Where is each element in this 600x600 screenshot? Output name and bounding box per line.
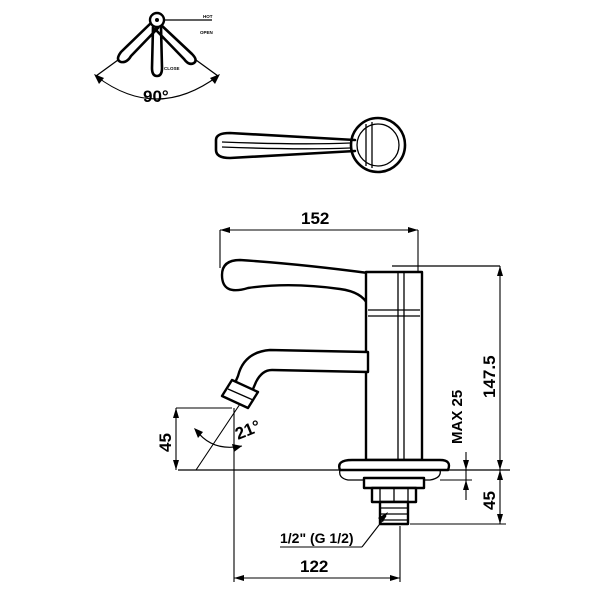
spout-angle-label: 21° (232, 416, 263, 443)
handle-lever-side (220, 258, 370, 307)
overall-height-label: 147.5 (480, 355, 499, 398)
open-label: OPEN (200, 30, 213, 35)
overall-width-label: 152 (301, 209, 329, 228)
rotation-angle-label: 90° (143, 87, 169, 106)
handle-right-position (153, 22, 197, 66)
dim-spout-height: 45 (156, 407, 232, 470)
handle-rotation-view: HOT OPEN CLOSE 90° (94, 11, 220, 106)
dim-under-mount: 45 (410, 470, 506, 525)
thread-size-label: 1/2" (G 1/2) (280, 530, 354, 546)
handle-close-position (150, 25, 164, 78)
dim-max-counter: MAX 25 (440, 390, 472, 500)
max-counter-label: MAX 25 (449, 390, 466, 444)
dim-spout-angle: 21° (194, 403, 264, 582)
hot-label: HOT (203, 14, 213, 19)
handle-ring (349, 116, 407, 174)
thread-callout: 1/2" (G 1/2) (280, 512, 388, 548)
handle-lever-top (214, 131, 357, 160)
spout-height-label: 45 (156, 433, 175, 452)
dim-overall-height: 147.5 (480, 266, 503, 470)
faucet-side-view: 152 (156, 209, 510, 582)
under-mount-label: 45 (480, 491, 499, 510)
rotation-arc (95, 75, 219, 100)
base-flange (338, 458, 451, 472)
threaded-shank (378, 500, 410, 526)
spout-reach-label: 122 (300, 557, 328, 576)
close-label: CLOSE (164, 66, 180, 71)
mounting-nut (362, 476, 426, 490)
dim-overall-width: 152 (219, 209, 419, 272)
handle-top-view (214, 116, 407, 174)
faucet-body (364, 270, 424, 462)
dim-spout-reach: 122 (234, 526, 401, 582)
handle-open-position (116, 20, 160, 64)
